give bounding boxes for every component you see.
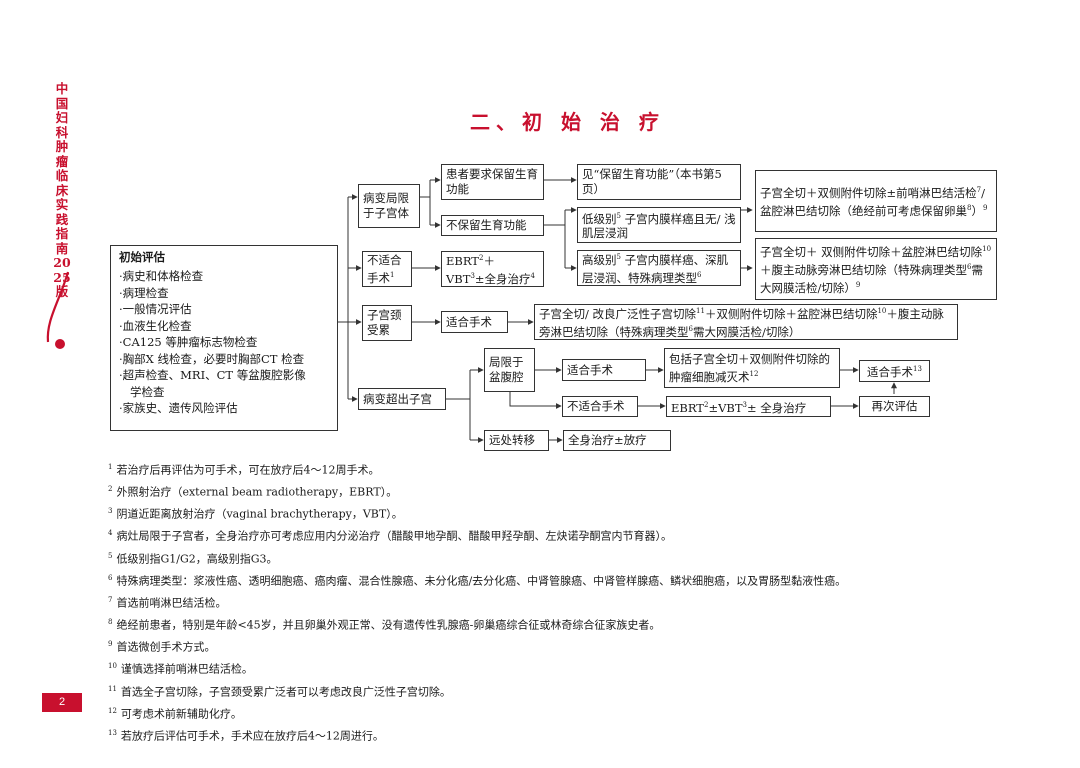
cytoreduction-box: 包括子宫全切＋双侧附件切除的肿瘤细胞减灭术12 [664,348,840,388]
box-text: 不适合手术 [567,399,625,413]
not-suitable-surgery-box: 不适合手术1 [362,251,412,287]
not-suitable-2-box: 不适合手术 [562,396,638,417]
decorative-curve [46,271,70,349]
assessment-item: ·病史和体格检查 [119,269,204,283]
assessment-item: 学检查 [130,384,165,399]
section-title: 二、初 始 治 疗 [470,110,665,134]
box-text: 远处转移 [489,433,535,447]
box-text: 适合手术 [446,314,492,329]
box-text: EBRT2＋VBT3±全身治疗4 [446,254,536,286]
no-fertility-box: 不保留生育功能 [441,215,544,236]
uterus-limited-box: 病变局限于子宫体 [358,184,420,228]
initial-assessment-box: 初始评估 ·病史和体格检查 ·病理检查 ·一般情况评估 ·血液生化检查 ·CA1… [110,245,338,431]
box-text: 高级别5 子宫内膜样癌、深肌层浸润、特殊病理类型6 [582,253,729,285]
box-text: 低级别5 子宫内膜样癌且无/ 浅肌层浸润 [582,211,736,241]
fertility-reference-box: 见“保留生育功能”（本书第5页） [577,164,741,200]
box-text: 再次评估 [871,399,918,413]
surgery-low-risk-box: 子宫全切＋双侧附件切除±前哨淋巴结活检7/ 盆腔淋巴结切除（绝经前可考虑保留卵巢… [755,170,997,232]
assessment-item: ·家族史、遗传风险评估 [119,401,238,415]
box-text: 适合手术 [567,362,613,377]
systemic-radio-box: 全身治疗±放疗 [563,430,671,451]
box-text: 全身治疗±放疗 [568,433,647,447]
box-text: 适合手术13 [867,364,922,379]
box-text: 子宫全切＋双侧附件切除±前哨淋巴结活检7/ 盆腔淋巴结切除（绝经前可考虑保留卵巢… [760,186,988,218]
box-text: EBRT2±VBT3± 全身治疗 [671,400,807,415]
assessment-item: ·CA125 等肿瘤标志物检查 [119,335,258,349]
box-text: 不保留生育功能 [446,218,527,232]
suitable-surgery-box: 适合手术 [441,311,508,333]
re-evaluate-box: 再次评估 [859,396,930,417]
pelvic-abdominal-box: 局限于盆腹腔 [484,348,535,392]
surgery-high-risk-box: 子宫全切＋ 双侧附件切除＋盆腔淋巴结切除10＋腹主动脉旁淋巴结切除（特殊病理类型… [755,238,997,300]
radical-surgery-box: 子宫全切/ 改良广泛性子宫切除11＋双侧附件切除＋盆腔淋巴结切除10＋腹主动脉旁… [534,304,958,340]
box-text: 患者要求保留生育功能 [446,167,538,196]
cervix-involved-box: 子宫颈受累 [362,305,412,341]
high-grade-box: 高级别5 子宫内膜样癌、深肌层浸润、特殊病理类型6 [577,250,741,286]
box-text: 子宫全切＋ 双侧附件切除＋盆腔淋巴结切除10＋腹主动脉旁淋巴结切除（特殊病理类型… [760,245,992,295]
low-grade-box: 低级别5 子宫内膜样癌且无/ 浅肌层浸润 [577,207,741,243]
box-text: 病变局限于子宫体 [363,191,409,220]
box-text: 子宫全切/ 改良广泛性子宫切除11＋双侧附件切除＋盆腔淋巴结切除10＋腹主动脉旁… [539,307,944,339]
box-text: 子宫颈受累 [367,308,402,337]
beyond-uterus-box: 病变超出子宫 [358,388,446,410]
page-number: 2 [42,693,82,712]
assessment-item: ·胸部X 线检查，必要时胸部CT 检查 [119,351,305,366]
assessment-item: ·血液生化检查 [119,318,192,333]
box-text: 病变超出子宫 [363,391,432,406]
ebrt-vbt-2-box: EBRT2±VBT3± 全身治疗 [666,396,831,417]
assessment-item: ·一般情况评估 [119,302,192,316]
distant-metastasis-box: 远处转移 [484,430,549,451]
suitable-surgery-3-box: 适合手术13 [859,360,930,382]
assessment-item: ·超声检查、MRI、CT 等盆腹腔影像 [119,368,306,382]
assessment-heading: 初始评估 [119,250,165,264]
box-text: 包括子宫全切＋双侧附件切除的肿瘤细胞减灭术12 [669,351,830,384]
side-title: 中国妇科肿瘤临床实践指南2025版 [53,81,71,299]
suitable-surgery-2-box: 适合手术 [562,359,646,381]
assessment-item: ·病理检查 [119,285,169,300]
box-text: 不适合手术1 [367,252,402,285]
box-text: 局限于盆腹腔 [489,355,524,384]
ebrt-vbt-systemic-box: EBRT2＋VBT3±全身治疗4 [441,251,544,287]
fertility-request-box: 患者要求保留生育功能 [441,164,544,200]
box-text: 见“保留生育功能”（本书第5页） [582,167,722,196]
